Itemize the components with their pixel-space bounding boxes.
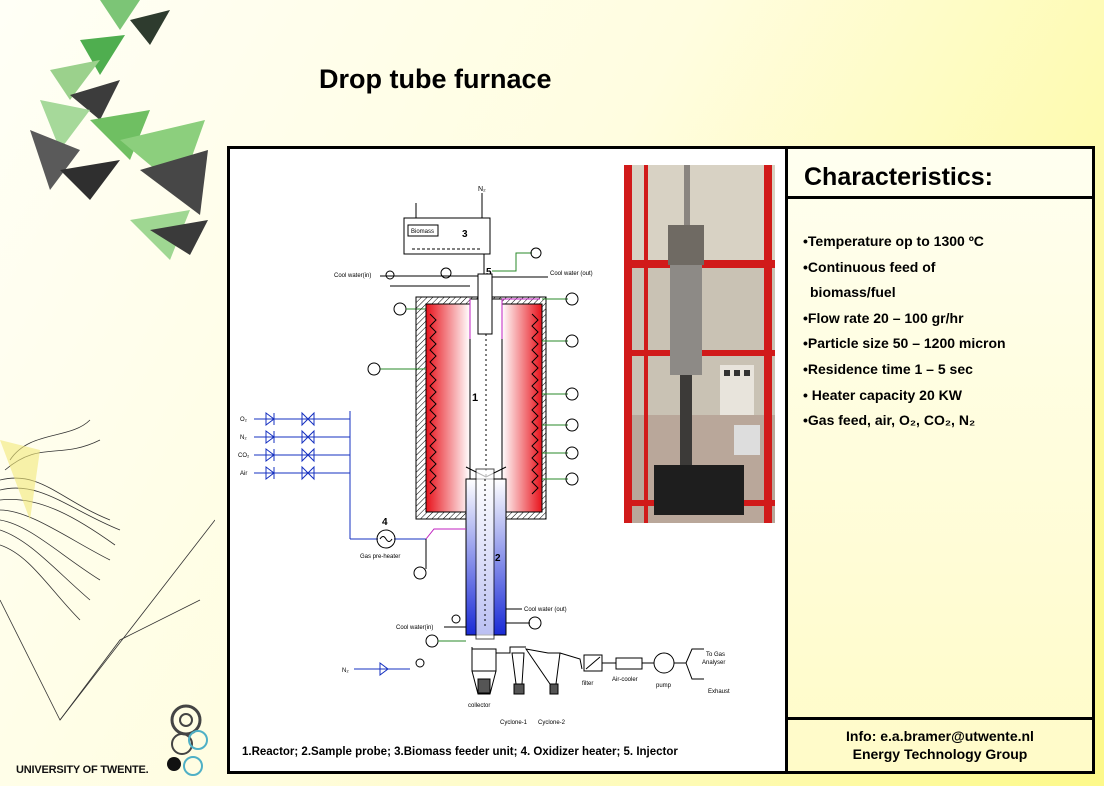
list-item: •Residence time 1 – 5 sec [803, 360, 973, 377]
thermocouples [380, 298, 568, 480]
cool-water-out-top: Cool water (out) [550, 271, 593, 277]
list-item: •Particle size 50 – 1200 micron [803, 335, 1006, 352]
characteristics-list: •Temperature op to 1300 ºC •Continuous f… [788, 199, 1092, 434]
cyclone1-label: Cyclone-1 [500, 720, 528, 726]
aircooler-label: Air-cooler [612, 677, 638, 683]
analyser-label: Analyser [702, 660, 725, 666]
contact-email: Info: e.a.bramer@utwente.nl [846, 728, 1034, 744]
collector-label: collector [468, 703, 490, 709]
list-item: •Continuous feed of [803, 258, 936, 275]
gas-preheater-label: Gas pre-heater [360, 554, 400, 560]
slide-title: Drop tube furnace [319, 64, 552, 94]
label-4: 4 [382, 517, 388, 528]
content-panel: Biomass 3 N₂ Cool water(in) Cool water (… [227, 146, 1095, 774]
label-1: 1 [472, 392, 478, 404]
to-gas-label: To Gas [706, 652, 725, 658]
biomass-label: Biomass [411, 229, 434, 235]
biomass-feeder-unit: Biomass 3 N₂ [403, 186, 491, 274]
n2-top-label: N₂ [478, 186, 486, 193]
list-item: •Flow rate 20 – 100 gr/hr [803, 309, 964, 326]
cool-water-in-bottom: Cool water(in) [396, 625, 433, 631]
exhaust-label: Exhaust [708, 689, 730, 695]
label-3: 3 [462, 229, 468, 240]
cool-water-in-top: Cool water(in) [334, 273, 371, 279]
label-5: 5 [486, 267, 492, 278]
cool-water-out-bottom: Cool water (out) [524, 607, 567, 613]
air-label: Air [240, 471, 247, 477]
characteristics-pane: Characteristics: •Temperature op to 1300… [788, 149, 1092, 771]
diagram-pane: Biomass 3 N₂ Cool water(in) Cool water (… [230, 149, 788, 771]
green-polygon-ornament [30, 0, 208, 260]
line-art-ornament [0, 419, 215, 721]
filter-label: filter [582, 681, 593, 687]
n2-bottom-label: N₂ [342, 668, 349, 674]
cyclone2-label: Cyclone-2 [538, 720, 566, 726]
label-2: 2 [495, 553, 501, 564]
list-item: biomass/fuel [810, 284, 896, 301]
gas-preheater [376, 529, 396, 549]
characteristics-heading: Characteristics: [788, 149, 1092, 199]
gas-cleaning-train: N₂ [342, 646, 704, 695]
co2-label: CO₂ [238, 453, 250, 459]
list-item: •Temperature op to 1300 ºC [803, 233, 984, 249]
ut-emblem [167, 704, 208, 776]
university-logo-text: UNIVERSITY OF TWENTE. [16, 764, 149, 776]
group-name: Energy Technology Group [852, 746, 1028, 762]
contact-info: Info: e.a.bramer@utwente.nl Energy Techn… [788, 717, 1092, 771]
list-item: •Gas feed, air, O₂, CO₂, N₂ [803, 412, 976, 429]
o2-label: O₂ [240, 417, 248, 423]
list-item: • Heater capacity 20 KW [803, 386, 962, 403]
pump-label: pump [656, 683, 672, 689]
furnace-schematic: Biomass 3 N₂ Cool water(in) Cool water (… [238, 186, 730, 726]
decorative-shapes [0, 0, 215, 776]
gas-feed-lines [254, 411, 466, 569]
sample-probe: 2 Cool water (out) Cool water(in) [396, 468, 567, 648]
furnace-photo [624, 165, 775, 523]
diagram-caption: 1.Reactor; 2.Sample probe; 3.Biomass fee… [242, 746, 678, 758]
n2-left-label: N₂ [240, 435, 247, 441]
